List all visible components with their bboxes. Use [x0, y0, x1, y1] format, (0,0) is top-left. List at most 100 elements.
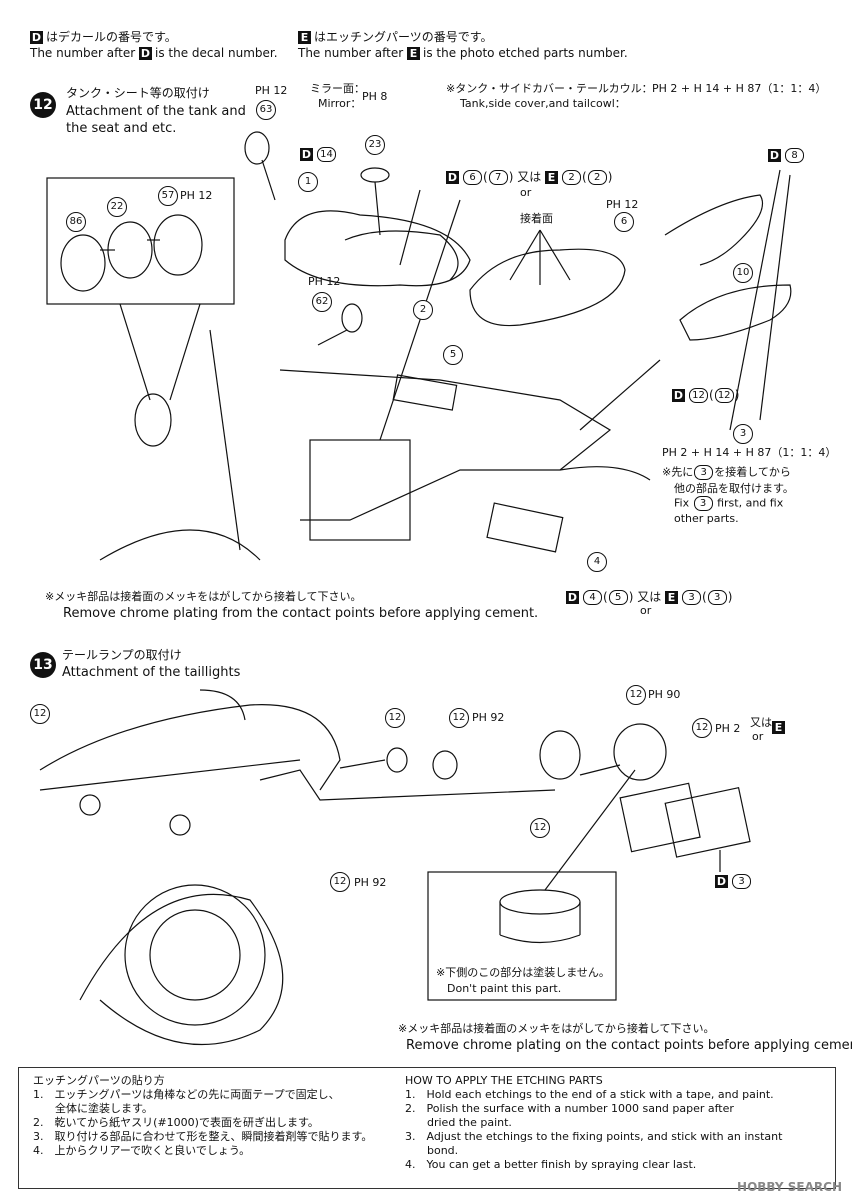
step-13-badge: 13: [30, 652, 56, 678]
step-13-title-jp: テールランプの取付け: [62, 648, 182, 662]
mirror-code: PH 8: [362, 90, 388, 103]
fix-jp2: を接着してから: [714, 465, 791, 479]
etching-jp-column: エッチングパーツの貼り方 1. エッチングパーツは角棒などの先に両面テープで固定…: [33, 1074, 372, 1158]
fix-note-en1: Fix 3 first, and fix: [674, 496, 783, 511]
part-88-ph: PH 90: [648, 688, 681, 701]
part-4: 4: [587, 552, 607, 572]
etching-en-3: 3. Adjust the etchings to the fixing poi…: [405, 1130, 783, 1143]
dont-paint-jp: ※下側のこの部分は塗装しません。: [436, 966, 610, 979]
part-11: 12: [530, 818, 550, 838]
d-letter-14: D: [300, 148, 313, 161]
chrome-note-12-en: Remove chrome plating from the contact p…: [63, 606, 539, 621]
d6-or-jp: 又は: [517, 170, 542, 184]
etching-en-2: 2. Polish the surface with a number 1000…: [405, 1102, 734, 1115]
decal-12: 12: [689, 388, 708, 403]
part-57-ph: PH 12: [180, 189, 213, 202]
mirror-ph12: PH 12: [255, 84, 288, 97]
etch-letter: E: [298, 31, 311, 44]
d4-or-en: or: [640, 604, 652, 617]
hobby-search-watermark: HOBBY SEARCH: [737, 1180, 842, 1194]
d6-or-en: or: [520, 186, 532, 199]
decal-legend-en-a: The number after: [30, 46, 136, 60]
d-letter-8: D: [768, 149, 781, 162]
step-12-title-jp: タンク・シート等の取付け: [66, 86, 210, 100]
etch-3: 3: [682, 590, 702, 605]
fix-en1: Fix: [674, 496, 690, 510]
etching-jp-2: 2. 乾いてから紙ヤスリ(#1000)で表面を研ぎ出します。: [33, 1116, 319, 1129]
part-2: 2: [413, 300, 433, 320]
part-10: 10: [733, 263, 753, 283]
decal-12b: 12: [714, 388, 734, 403]
part-88: 12: [626, 685, 646, 705]
part-13-left: 12: [30, 704, 50, 724]
part-90: 12: [330, 872, 350, 892]
mirror-en: Mirror：: [318, 97, 362, 110]
mirror-jp: ミラー面：: [310, 82, 365, 95]
e-letter-1: E: [772, 721, 785, 734]
part-86: 86: [66, 212, 86, 232]
fix-en2: first, and fix: [717, 496, 784, 510]
step-12-title-en1: Attachment of the tank and: [66, 104, 246, 119]
paint-code-2: PH 2 + H 14 + H 87（1：1：4）: [662, 446, 837, 459]
etching-en-4: 4. You can get a better finish by sprayi…: [405, 1158, 697, 1171]
etching-en-title: HOW TO APPLY THE ETCHING PARTS: [405, 1074, 603, 1087]
part-63: 63: [256, 100, 276, 120]
decal-5: 5: [608, 590, 628, 605]
d4-or-jp: 又は: [637, 590, 662, 604]
paint-note-jp: ※タンク・サイドカバー・テールカウル：: [446, 82, 653, 95]
etching-en-3b: bond.: [405, 1144, 459, 1157]
etch-1-label: E: [772, 720, 788, 735]
part-44-ph: PH 2: [715, 722, 741, 735]
contact-surface-label: 接着面: [520, 212, 553, 225]
decal-letter-inline: D: [139, 47, 152, 60]
decal-14-label: D 14: [300, 147, 337, 162]
etch-letter-inline: E: [407, 47, 420, 60]
etch-2: 2: [562, 170, 582, 185]
fix-en-part-3: 3: [693, 496, 713, 511]
part-62: 62: [312, 292, 332, 312]
paint-note-en: Tank,side cover,and tailcowl：: [460, 97, 626, 110]
part-90-ph: PH 92: [354, 876, 387, 889]
fix-note-en3: other parts.: [674, 512, 739, 525]
etching-en-column: HOW TO APPLY THE ETCHING PARTS 1. Hold e…: [405, 1074, 782, 1172]
fix-jp1: ※先に: [662, 465, 694, 479]
part-44: 12: [692, 718, 712, 738]
decal-7: 7: [488, 170, 508, 185]
etching-instructions-box: エッチングパーツの貼り方 1. エッチングパーツは角棒などの先に両面テープで固定…: [18, 1067, 836, 1189]
decal-3: 3: [732, 874, 751, 889]
part-1: 1: [298, 172, 318, 192]
etch-legend-jp-text: はエッチングパーツの番号です。: [314, 30, 493, 44]
step-13-title-en: Attachment of the taillights: [62, 665, 241, 680]
part-22: 22: [107, 197, 127, 217]
part-44-or-jp: 又は: [750, 716, 772, 729]
decal-legend-en-b: is the decal number.: [155, 46, 278, 60]
part-23: 23: [365, 135, 385, 155]
d-letter-6: D: [446, 171, 459, 184]
step-12-badge: 12: [30, 92, 56, 118]
d-letter-4: D: [566, 591, 579, 604]
etch-legend-en-b: is the photo etched parts number.: [423, 46, 628, 60]
decal-6: 6: [463, 170, 482, 185]
part-3: 3: [733, 424, 753, 444]
d-letter-12: D: [672, 389, 685, 402]
dont-paint-en: Don't paint this part.: [447, 982, 562, 995]
step-12-title-en2: the seat and etc.: [66, 121, 177, 136]
etch-legend-en-a: The number after: [298, 46, 404, 60]
fix-part-3: 3: [694, 465, 714, 480]
part-62-ph: PH 12: [308, 275, 341, 288]
chrome-note-12-jp: ※メッキ部品は接着面のメッキをはがしてから接着して下さい。: [45, 590, 362, 603]
decal-4: 4: [583, 590, 602, 605]
part-13: 12: [385, 708, 405, 728]
decal-14: 14: [317, 147, 336, 162]
etching-jp-4: 4. 上からクリアーで吹くと良いでしょう。: [33, 1144, 251, 1157]
etching-jp-1: 1. エッチングパーツは角棒などの先に両面テープで固定し、: [33, 1088, 340, 1101]
part-5: 5: [443, 345, 463, 365]
